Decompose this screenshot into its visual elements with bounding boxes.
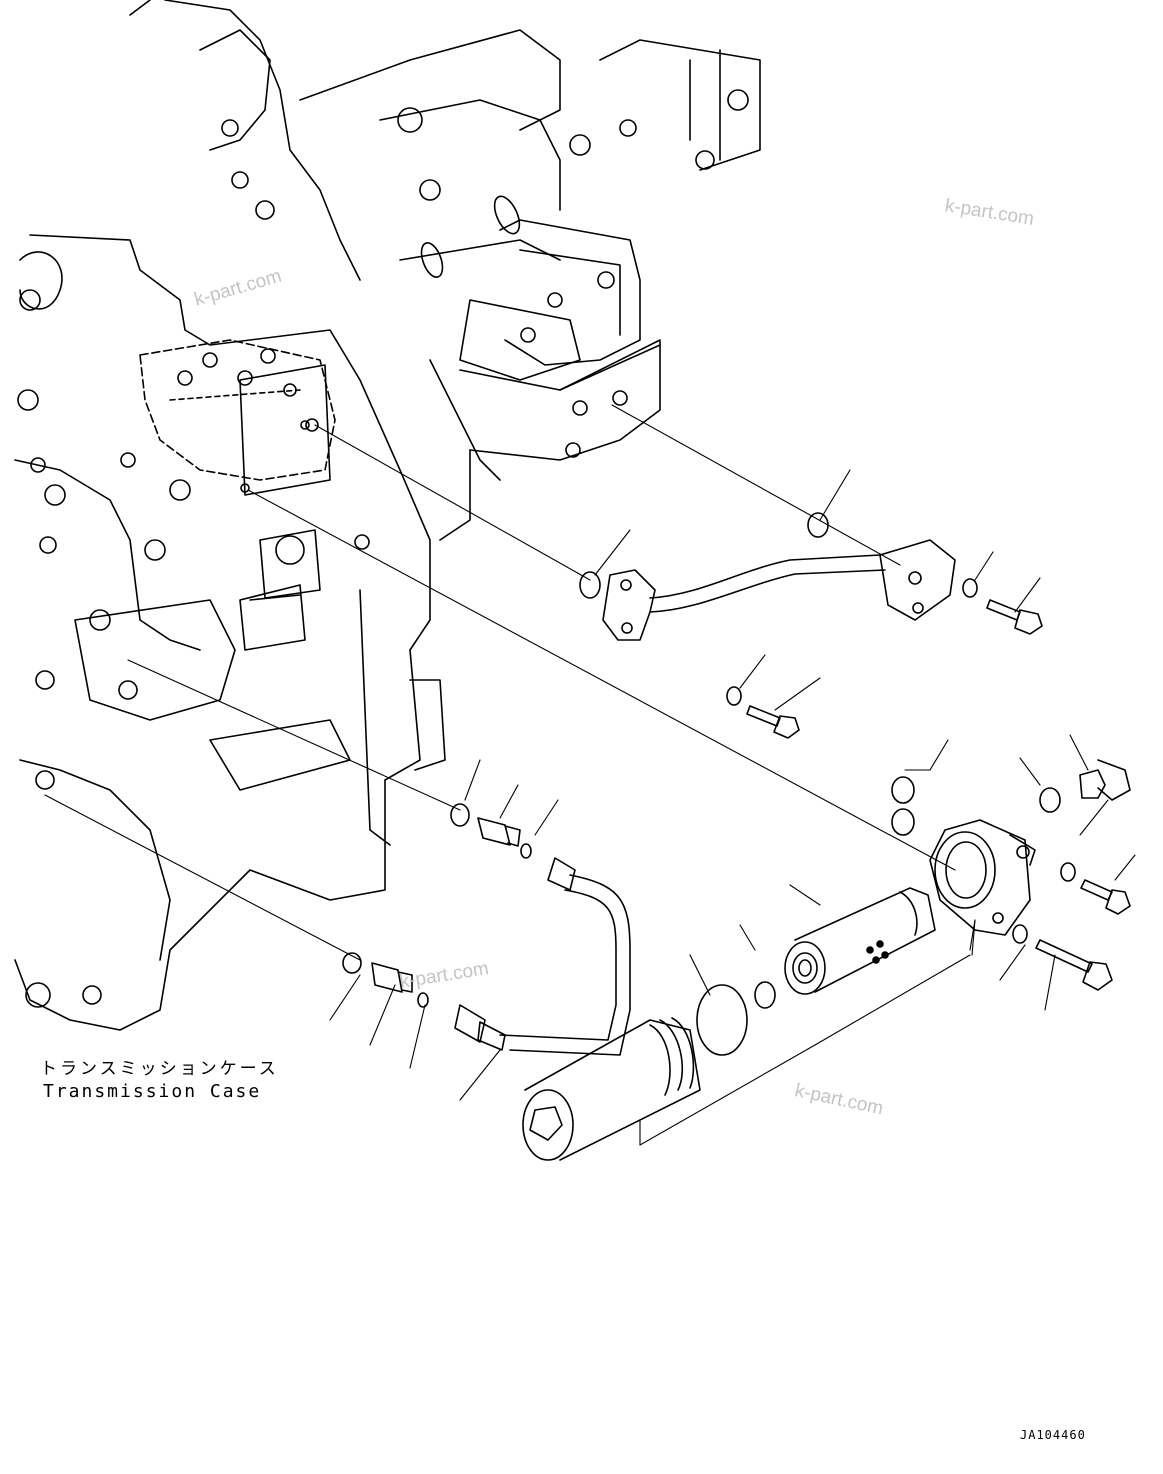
engine-housing — [129, 0, 761, 281]
washer — [1060, 862, 1076, 882]
o-ring — [342, 952, 362, 974]
washer — [962, 578, 978, 598]
drawing-code: JA104460 — [1020, 1428, 1086, 1442]
upper-tube — [602, 539, 956, 641]
o-ring — [891, 808, 915, 836]
fitting-connector — [371, 962, 413, 993]
o-ring — [579, 571, 601, 599]
filter-case — [522, 1017, 701, 1161]
washer — [1012, 924, 1028, 944]
caption-english: Transmission Case — [43, 1081, 262, 1102]
washer — [726, 686, 742, 706]
bolt — [1080, 879, 1131, 915]
o-ring-small — [417, 992, 429, 1008]
fitting-connector — [477, 817, 521, 847]
bolt — [746, 705, 800, 739]
o-ring-small — [520, 843, 532, 859]
caption-japanese: トランスミッションケース — [40, 1059, 279, 1079]
o-ring — [450, 803, 470, 827]
o-ring — [891, 776, 915, 804]
filter-seal-ring — [696, 984, 748, 1056]
o-ring — [754, 981, 776, 1009]
transmission-case — [14, 234, 446, 1031]
o-ring — [1039, 787, 1061, 813]
bolt — [986, 599, 1043, 635]
o-ring — [807, 512, 829, 538]
plug — [1079, 759, 1131, 801]
control-valve — [420, 195, 661, 541]
filter-head — [929, 819, 1036, 936]
lower-tube — [454, 857, 631, 1056]
filter-element — [784, 887, 936, 995]
leader-lines — [44, 404, 1136, 1146]
bolt-long — [1035, 939, 1113, 991]
